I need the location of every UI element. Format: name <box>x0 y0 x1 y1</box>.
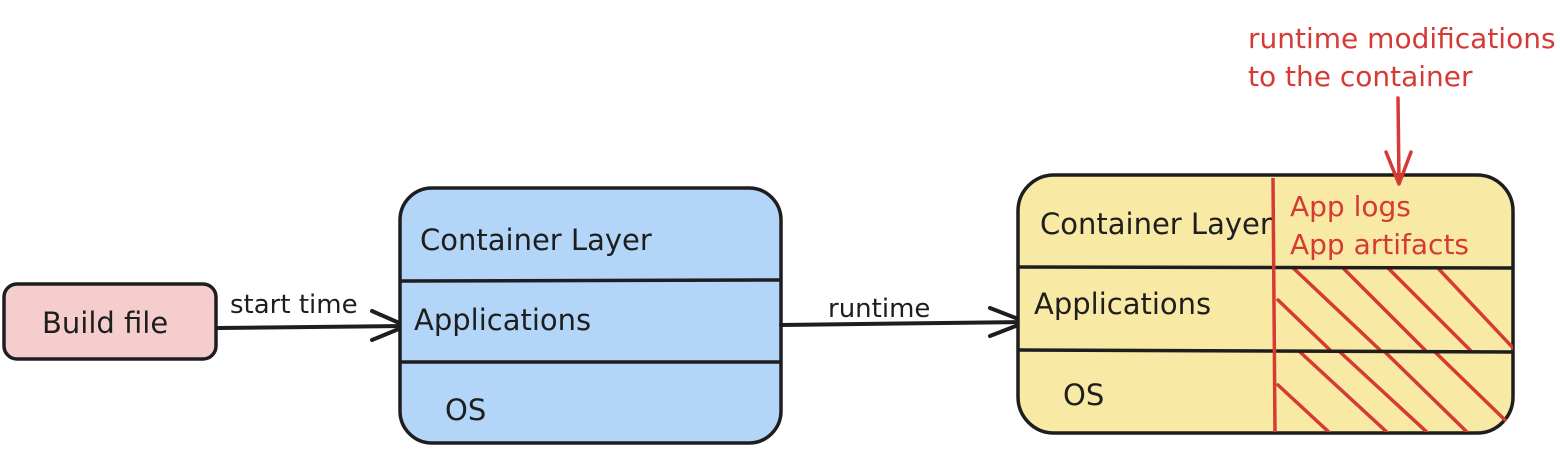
writable-layer-boundary <box>1271 177 1277 433</box>
annotation-arrowhead <box>1384 150 1413 186</box>
runtime-container-divider-2 <box>1017 348 1514 354</box>
runtime-label: runtime <box>828 294 930 324</box>
runtime-modifications-annotation: runtime modifications to the container <box>1248 22 1556 186</box>
annotation-line-2: to the container <box>1248 60 1473 93</box>
start-time-edge: start time <box>216 290 408 342</box>
writable-app-artifacts: App artifacts <box>1290 228 1469 261</box>
runtime-layer-applications: Applications <box>1034 287 1211 321</box>
image-container-node: Container Layer Applications OS <box>398 186 783 445</box>
image-layer-os: OS <box>445 393 486 427</box>
runtime-edge: runtime <box>779 294 1028 338</box>
start-time-label: start time <box>230 290 358 320</box>
image-layer-applications: Applications <box>414 303 591 337</box>
runtime-layer-container: Container Layer <box>1040 207 1272 241</box>
build-file-box <box>2 282 218 361</box>
runtime-arrow <box>779 320 1026 327</box>
runtime-container-box <box>1016 173 1515 435</box>
annotation-line-1: runtime modifications <box>1248 22 1556 55</box>
image-container-box <box>398 186 783 445</box>
runtime-container-node: Container Layer Applications OS App logs… <box>1016 173 1515 435</box>
annotation-arrow <box>1396 96 1401 184</box>
build-file-node: Build file <box>2 282 218 361</box>
writable-app-logs: App logs <box>1290 190 1411 223</box>
build-file-label: Build file <box>42 306 168 340</box>
runtime-container-divider-1 <box>1017 265 1514 270</box>
start-time-arrow <box>216 324 406 330</box>
runtime-layer-os: OS <box>1063 378 1104 412</box>
writable-layer-hatching <box>1276 268 1513 432</box>
image-layer-container: Container Layer <box>420 223 652 257</box>
image-container-divider-1 <box>399 278 782 283</box>
